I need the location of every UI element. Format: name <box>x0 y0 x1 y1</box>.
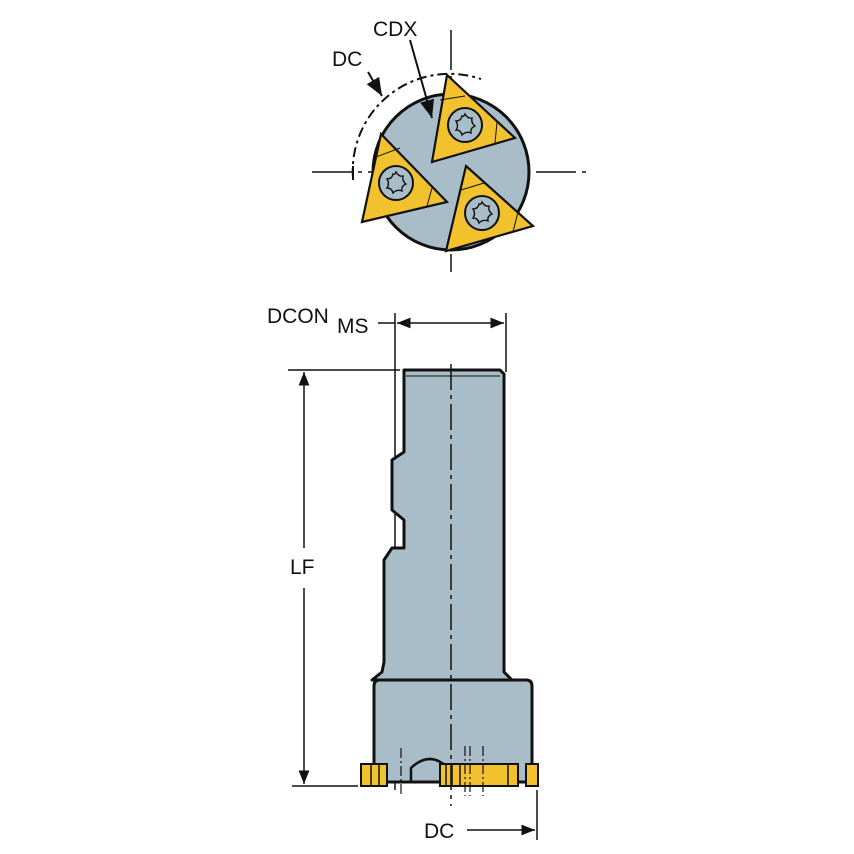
label-cdx: CDX <box>373 18 417 41</box>
insert-left <box>360 131 450 224</box>
cutter-shank <box>370 368 514 682</box>
label-dcon: DCON <box>267 305 329 328</box>
label-lf: LF <box>290 556 315 579</box>
insert-center-side <box>439 763 519 787</box>
label-dc-end: DC <box>332 48 362 71</box>
label-dcon-subscript: MS <box>337 315 369 338</box>
insert-bottom <box>444 163 536 253</box>
insert-left-side <box>360 763 388 787</box>
label-dc-side: DC <box>424 820 454 843</box>
insert-right-side <box>525 763 539 787</box>
dc-leader <box>366 71 383 97</box>
insert-top <box>430 72 518 164</box>
side-view: DCON MS LF <box>267 305 539 843</box>
cdx-leader <box>409 39 435 119</box>
end-view: DC CDX <box>312 18 590 272</box>
dc-circle-arc <box>351 72 482 179</box>
